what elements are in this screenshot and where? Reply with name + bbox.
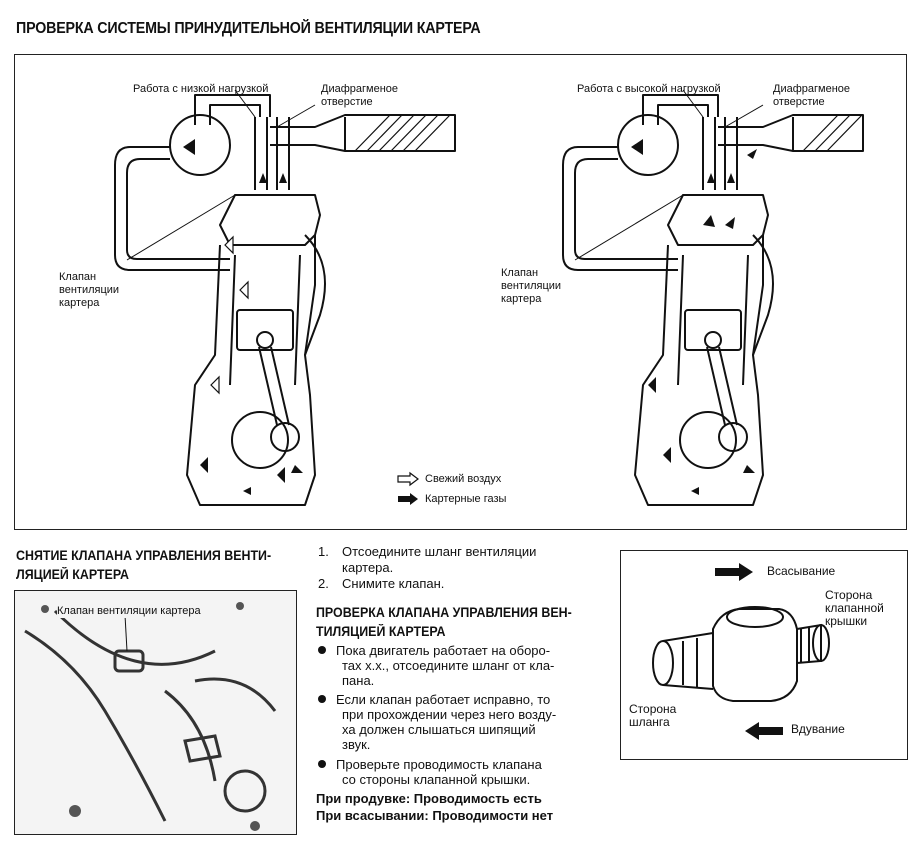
result-suction: При всасывании: Проводимости нет (316, 808, 554, 823)
page-title: ПРОВЕРКА СИСТЕМЫ ПРИНУДИТЕЛЬНОЙ ВЕНТИЛЯЦ… (16, 20, 481, 37)
bullet-3-line1: Проверьте проводимость клапана (318, 757, 542, 773)
bullet-2-line1: Если клапан работает исправно, то (318, 692, 550, 708)
blowing-arrow-icon (745, 722, 783, 740)
removal-heading-line1: СНЯТИЕ КЛАПАНА УПРАВЛЕНИЯ ВЕНТИ- (16, 548, 272, 563)
step-1-number: 1. (318, 544, 329, 559)
bullet-2-line2: при прохождении через него возду- (342, 707, 557, 722)
diaphragm-label-right-2: отверстие (773, 96, 825, 108)
valve-label-right-1: Клапан (501, 267, 539, 279)
legend-crankcase-gases: Картерные газы (425, 493, 507, 505)
fresh-air-arrow-icon (397, 471, 419, 487)
suction-label: Всасывание (767, 564, 836, 578)
bullet-2-line4: звук. (342, 737, 371, 752)
bullet-dot-icon (318, 760, 326, 768)
result-blowing: При продувке: Проводимость есть (316, 791, 542, 806)
removal-heading-line2: ЛЯЦИЕЙ КАРТЕРА (16, 567, 130, 582)
diaphragm-label-left-2: отверстие (321, 96, 373, 108)
hose-side-label-1: Сторона (629, 702, 677, 716)
engine-high-load-drawing (562, 89, 864, 506)
valve-label-right-3: картера (501, 293, 542, 305)
valve-label-left-3: картера (59, 297, 100, 309)
bullet-1-line3: пана. (342, 673, 375, 688)
step-2-line1: Снимите клапан. (342, 576, 445, 591)
low-load-label: Работа с низкой нагрузкой (133, 83, 269, 95)
legend-fresh-air: Свежий воздух (425, 473, 502, 485)
cover-side-label-3: крышки (825, 614, 868, 628)
pcv-valve-drawing (652, 606, 830, 702)
bullet-1-line1: Пока двигатель работает на оборо- (318, 643, 550, 659)
suction-arrow-icon (715, 563, 753, 581)
check-heading-line2: ТИЛЯЦИЕЙ КАРТЕРА (316, 624, 446, 639)
bullet-3-line2: со стороны клапанной крышки. (342, 772, 531, 787)
engine-low-load-drawing (114, 89, 456, 506)
bullet-dot-icon (318, 695, 326, 703)
engine-bay-photo: Клапан вентиляции картера (14, 590, 297, 835)
photo-valve-label: Клапан вентиляции картера (57, 605, 201, 618)
blowing-label: Вдувание (791, 722, 845, 736)
cover-side-label-2: клапанной (825, 601, 884, 615)
step-1-line1: Отсоедините шланг вентиляции (342, 544, 537, 559)
check-heading-line1: ПРОВЕРКА КЛАПАНА УПРАВЛЕНИЯ ВЕН- (316, 605, 572, 620)
pcv-valve-figure: Всасывание Сторона клапанной крышки Стор… (620, 550, 908, 760)
diaphragm-label-left-1: Диафрагменое (321, 83, 398, 95)
bullet-dot-icon (318, 646, 326, 654)
step-2-number: 2. (318, 576, 329, 591)
diaphragm-label-right-1: Диафрагменое (773, 83, 850, 95)
engine-bay-sketch (24, 602, 277, 831)
valve-label-left-2: вентиляции (59, 284, 120, 296)
bullet-2-line3: ха должен слышаться шипящий (342, 722, 536, 737)
step-1-line2: картера. (342, 560, 394, 575)
valve-label-left-1: Клапан (59, 271, 97, 283)
hose-side-label-2: шланга (629, 715, 670, 729)
high-load-label: Работа с высокой нагрузкой (577, 83, 721, 95)
cover-side-label-1: Сторона (825, 588, 873, 602)
pcv-system-diagram: Работа с низкой нагрузкой Диафрагменое о… (14, 54, 907, 530)
valve-label-right-2: вентиляции (501, 280, 562, 292)
bullet-1-line2: тах х.х., отсоедините шланг от кла- (342, 658, 555, 673)
crankcase-gas-arrow-icon (398, 493, 418, 505)
